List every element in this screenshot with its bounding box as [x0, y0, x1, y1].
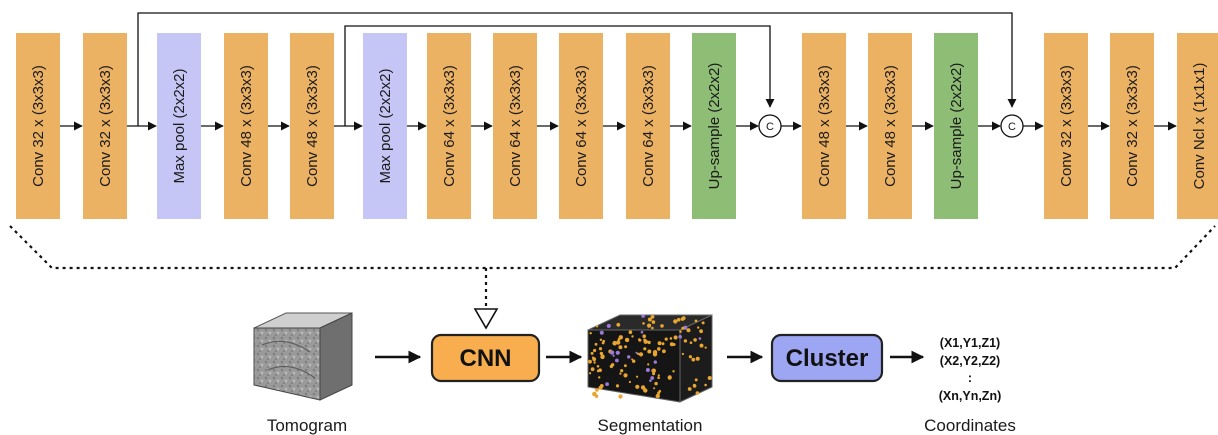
skip-connection-outer — [137, 12, 1017, 126]
layer-block-8 — [493, 33, 537, 219]
cnn-label: CNN — [460, 345, 512, 372]
segmentation-label: Segmentation — [598, 416, 703, 435]
layer-label-16: Conv 32 x (3x3x3) — [1124, 65, 1141, 187]
layer-block-9 — [559, 33, 603, 219]
layer-label-14: Up-sample (2x2x2) — [948, 63, 965, 190]
layer-label-11: Up-sample (2x2x2) — [706, 63, 723, 190]
layer-block-17 — [1177, 33, 1218, 219]
layer-label-3: Max pool (2x2x2) — [171, 68, 188, 183]
layer-label-10: Conv 64 x (3x3x3) — [640, 65, 657, 187]
layer-block-1 — [16, 33, 60, 219]
layer-label-8: Conv 64 x (3x3x3) — [507, 65, 524, 187]
layer-label-4: Conv 48 x (3x3x3) — [238, 65, 255, 187]
layer-block-13 — [868, 33, 912, 219]
layer-block-6 — [363, 33, 407, 219]
skip-connection-inner — [344, 25, 775, 126]
concat-node-2: C — [1000, 114, 1024, 138]
network-bracket — [9, 225, 1216, 270]
concat-label-2: C — [1008, 121, 1016, 133]
bracket-triangle-icon — [473, 308, 499, 330]
layer-block-4 — [224, 33, 268, 219]
layer-label-9: Conv 64 x (3x3x3) — [573, 65, 590, 187]
layer-block-7 — [427, 33, 471, 219]
layer-block-5 — [290, 33, 334, 219]
layer-block-14 — [934, 33, 978, 219]
coordinate-n: (Xn,Yn,Zn) — [939, 389, 1002, 403]
cnn-box — [430, 333, 541, 383]
layer-label-13: Conv 48 x (3x3x3) — [882, 65, 899, 187]
tomogram-cube — [253, 312, 353, 401]
layer-label-2: Conv 32 x (3x3x3) — [97, 65, 114, 187]
layer-block-10 — [626, 33, 670, 219]
tomogram-label: Tomogram — [267, 416, 347, 435]
concat-node-1: C — [758, 114, 782, 138]
cluster-label: Cluster — [786, 345, 869, 372]
network-layers: Conv 32 x (3x3x3) Conv 32 x (3x3x3) Max po… — [16, 33, 1218, 219]
coordinate-1: (X1,Y1,Z1) — [940, 336, 1000, 350]
layer-block-12 — [802, 33, 846, 219]
layer-label-1: Conv 32 x (3x3x3) — [30, 65, 47, 187]
concat-label-1: C — [766, 121, 774, 133]
layer-block-16 — [1110, 33, 1154, 219]
coordinate-2: (X2,Y2,Z2) — [940, 354, 1000, 368]
coordinates-label: Coordinates — [924, 416, 1016, 435]
layer-label-17: Conv Ncl x (1x1x1) — [1191, 63, 1208, 190]
layer-block-2 — [83, 33, 127, 219]
layer-block-15 — [1044, 33, 1088, 219]
layer-label-5: Conv 48 x (3x3x3) — [304, 65, 321, 187]
segmentation-cube — [587, 314, 713, 403]
layer-label-12: Conv 48 x (3x3x3) — [816, 65, 833, 187]
layer-label-6: Max pool (2x2x2) — [377, 68, 394, 183]
layer-block-3 — [157, 33, 201, 219]
layer-label-15: Conv 32 x (3x3x3) — [1058, 65, 1075, 187]
layer-label-7: Conv 64 x (3x3x3) — [441, 65, 458, 187]
layer-block-11 — [692, 33, 736, 219]
cluster-box — [770, 333, 884, 383]
coordinate-ellipsis: : — [968, 371, 972, 385]
